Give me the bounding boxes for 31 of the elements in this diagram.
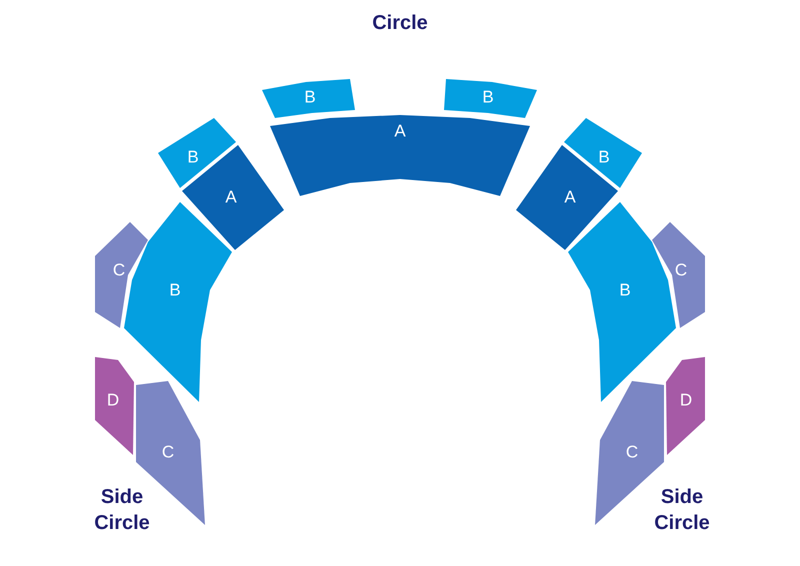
seat-section — [568, 202, 676, 402]
seat-section — [652, 222, 705, 328]
section-letter: C — [162, 444, 174, 460]
seat-section — [158, 118, 236, 188]
section-heading: Circle — [371, 11, 429, 36]
section-letter: C — [112, 262, 126, 278]
seat-section — [182, 145, 284, 250]
section-letter: B — [304, 88, 316, 106]
seat-section — [270, 115, 530, 196]
section-letter: D — [106, 392, 120, 408]
section-letter: B — [598, 148, 610, 166]
section-letter: A — [394, 122, 406, 140]
seat-section — [444, 79, 537, 118]
seat-section — [262, 79, 355, 118]
seat-section — [516, 145, 618, 250]
seat-section — [666, 357, 705, 455]
seat-section — [124, 202, 232, 402]
section-heading: Side Circle — [93, 485, 151, 536]
seat-section — [95, 357, 134, 455]
section-letter: D — [680, 392, 692, 408]
section-letter: B — [187, 148, 199, 166]
seat-section — [564, 118, 642, 188]
section-heading: Side Circle — [653, 485, 711, 536]
section-letter: C — [674, 262, 688, 278]
section-letter: B — [482, 88, 494, 106]
section-letter: B — [619, 282, 631, 298]
section-letter: C — [626, 444, 638, 460]
section-letter: A — [564, 188, 576, 206]
seat-section — [95, 222, 148, 328]
section-letter: A — [225, 188, 237, 206]
section-letter: B — [169, 282, 181, 298]
